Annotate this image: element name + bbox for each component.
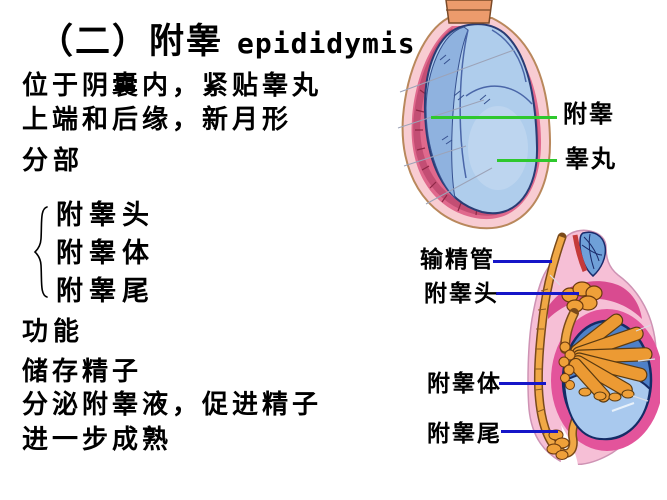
label-epididymis-tail: 附睾尾 (427, 420, 502, 446)
title-latin: epididymis (237, 27, 416, 60)
label-epididymis: 附睾 (563, 101, 615, 128)
leader-line-epididymis-head (496, 292, 579, 295)
functions-heading: 功能 (22, 316, 85, 346)
seminiferous-lobules (568, 313, 653, 403)
leader-line-ductus-deferens (493, 260, 552, 263)
leader-line-epididymis (431, 116, 557, 119)
description-line-2: 上端和后缘，新月形 (22, 104, 293, 134)
title-chinese: （二）附睾 (38, 22, 224, 61)
vessel-threads (397, 49, 515, 205)
description-line-1: 位于阴囊内，紧贴睾丸 (22, 70, 323, 100)
label-ductus-deferens: 输精管 (420, 246, 495, 272)
leader-line-epididymis-tail (501, 430, 558, 433)
leader-line-epididymis-body (499, 382, 546, 385)
spermatic-cord (445, 0, 493, 24)
testis-section-illustration (527, 229, 660, 465)
function-line-2: 分泌附睾液，促进精子 (22, 389, 323, 419)
parts-heading: 分部 (22, 145, 85, 175)
label-epididymis-head: 附睾头 (424, 280, 499, 306)
function-line-1: 储存精子 (22, 356, 143, 386)
testicular-artery (572, 234, 588, 272)
part-item-head: 附睾头 (56, 200, 155, 230)
label-epididymis-body: 附睾体 (427, 370, 502, 396)
epididymis-head (561, 281, 603, 313)
leader-line-testis (497, 159, 557, 162)
brace-glyph (33, 206, 48, 298)
label-testis: 睾丸 (565, 146, 617, 173)
brace-decoration (33, 205, 49, 304)
part-item-tail: 附睾尾 (56, 276, 155, 306)
page-title: （二）附睾 epididymis (38, 22, 416, 61)
pampiniform-plexus (579, 231, 607, 277)
part-item-body: 附睾体 (56, 238, 155, 268)
function-line-3: 进一步成熟 (22, 424, 173, 454)
epididymis-body (558, 341, 576, 390)
